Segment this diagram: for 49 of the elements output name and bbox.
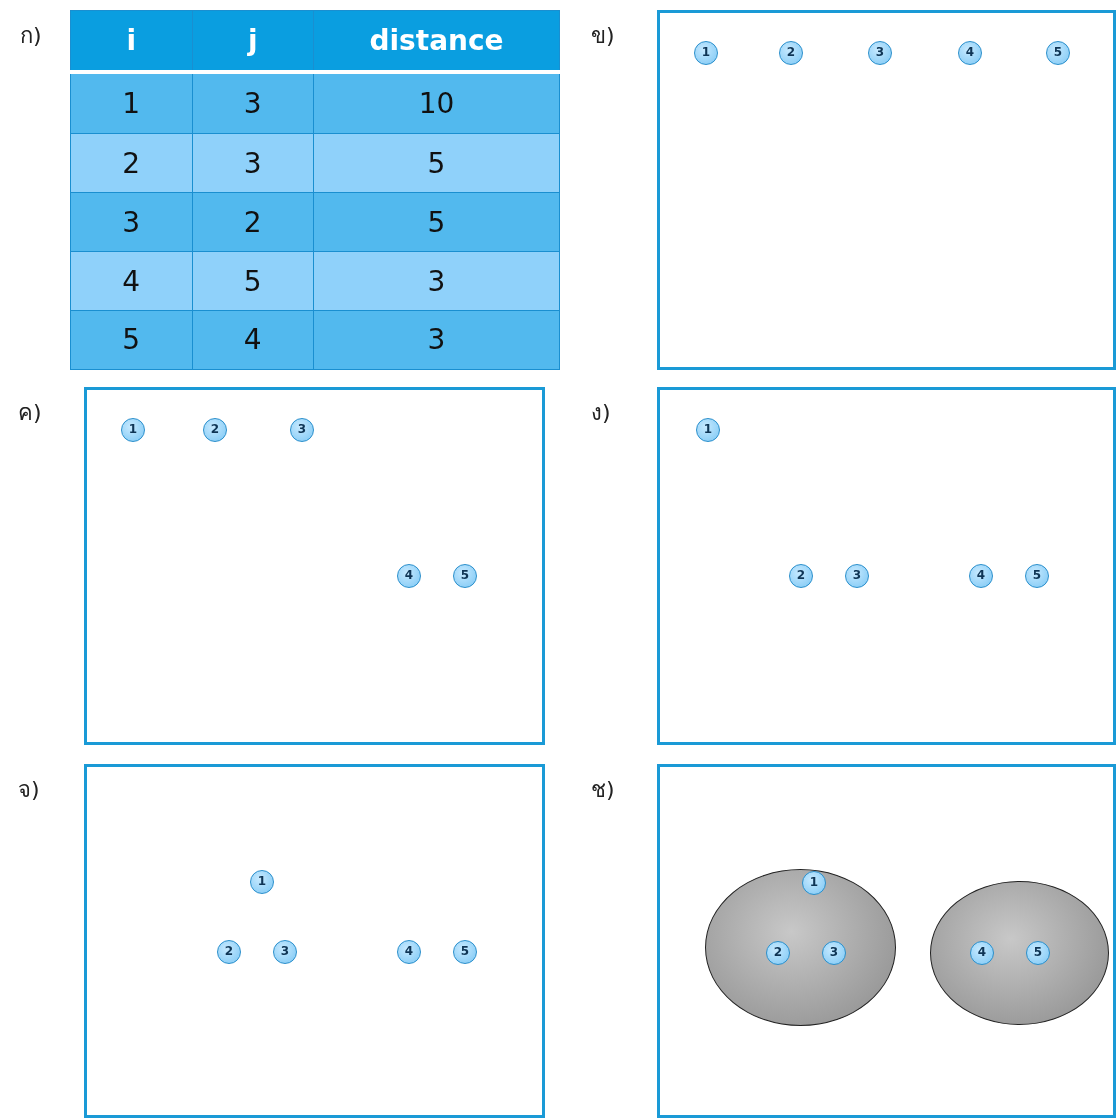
table-cell: 5: [192, 251, 314, 311]
numbered-circle: 1: [696, 418, 720, 442]
panel-label: ข): [591, 22, 615, 50]
table-cell: 3: [192, 133, 314, 193]
table-cell: 3: [192, 72, 314, 134]
header-cell: j: [192, 10, 314, 73]
panel-label: ค): [18, 399, 42, 427]
numbered-circle: 2: [766, 941, 790, 965]
numbered-circle: 5: [1026, 941, 1050, 965]
numbered-circle: 5: [1025, 564, 1049, 588]
table-cell: 10: [313, 72, 560, 134]
numbered-circle: 5: [453, 940, 477, 964]
table-cell: 4: [192, 310, 314, 370]
table-cell: 5: [313, 133, 560, 193]
panel-label: จ): [18, 776, 40, 804]
numbered-circle: 2: [779, 41, 803, 65]
header-cell: i: [70, 10, 192, 73]
table-cell: 2: [70, 133, 192, 193]
table-cell: 4: [70, 251, 192, 311]
panel-label: ก): [20, 22, 42, 50]
table-cell: 3: [70, 192, 192, 252]
numbered-circle: 4: [958, 41, 982, 65]
numbered-circle: 2: [789, 564, 813, 588]
numbered-circle: 2: [203, 418, 227, 442]
header-cell: distance: [313, 10, 560, 73]
table-cell: 3: [313, 310, 560, 370]
numbered-circle: 1: [250, 870, 274, 894]
numbered-circle: 3: [273, 940, 297, 964]
table-cell: 3: [313, 251, 560, 311]
numbered-circle: 4: [397, 940, 421, 964]
numbered-circle: 4: [970, 941, 994, 965]
table-cell: 5: [70, 310, 192, 370]
numbered-circle: 1: [694, 41, 718, 65]
numbered-circle: 4: [969, 564, 993, 588]
table-cell: 1: [70, 72, 192, 134]
numbered-circle: 1: [121, 418, 145, 442]
table-cell: 2: [192, 192, 314, 252]
panel-label: ง): [591, 399, 611, 427]
numbered-circle: 1: [802, 871, 826, 895]
numbered-circle: 5: [1046, 41, 1070, 65]
numbered-circle: 3: [822, 941, 846, 965]
panel-label: ช): [591, 776, 615, 804]
table-cell: 5: [313, 192, 560, 252]
numbered-circle: 3: [868, 41, 892, 65]
numbered-circle: 3: [845, 564, 869, 588]
numbered-circle: 5: [453, 564, 477, 588]
numbered-circle: 3: [290, 418, 314, 442]
numbered-circle: 2: [217, 940, 241, 964]
numbered-circle: 4: [397, 564, 421, 588]
